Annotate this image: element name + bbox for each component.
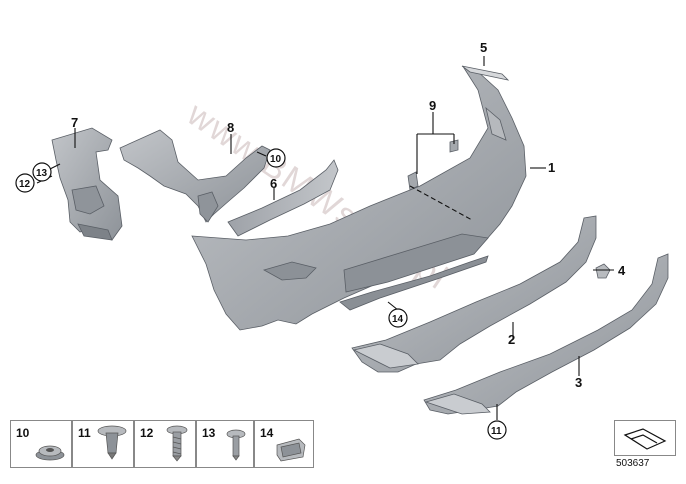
- nut-icon: [35, 445, 65, 461]
- legend-cell-nut: 10: [10, 420, 72, 468]
- expanding-nut-icon: [97, 425, 127, 460]
- callout-11-circle: 11: [487, 420, 507, 440]
- legend-number: 13: [202, 426, 216, 440]
- legend-cell-torx-screw: 12: [134, 420, 196, 468]
- callout-1: 1: [548, 160, 555, 175]
- callout-labels: 1 2 3 4 5 6 7 8 9: [71, 40, 626, 390]
- part-2-diffuser: [351, 215, 597, 373]
- callout-12-circle: 12: [15, 173, 35, 193]
- callout-5: 5: [480, 40, 487, 55]
- legend-number: 11: [78, 426, 91, 440]
- callout-4: 4: [618, 263, 626, 278]
- legend-number: 10: [16, 426, 30, 440]
- part-14-mount-strip: [339, 255, 489, 311]
- svg-text:10: 10: [270, 154, 282, 165]
- part-6-reinforcement: [227, 159, 339, 237]
- callout-3: 3: [575, 375, 582, 390]
- part-3-diffuser: [423, 253, 669, 415]
- legend-cell-expanding-nut: 11: [72, 420, 134, 468]
- legend-number: 12: [140, 426, 154, 440]
- circled-callouts: 10 12 13 14 11: [15, 148, 507, 440]
- legend-cell-speed-nut: 14: [254, 420, 314, 468]
- legend-cell-screw: 13: [196, 420, 254, 468]
- callout-7: 7: [71, 115, 78, 130]
- diagram-id: 503637: [616, 458, 650, 469]
- part-9-brackets: [407, 139, 459, 191]
- callout-8: 8: [227, 120, 234, 135]
- callout-9: 9: [429, 98, 436, 113]
- svg-text:11: 11: [491, 426, 502, 437]
- part-8-carrier: [119, 129, 271, 223]
- bumper-arrow-icon: [623, 428, 667, 450]
- legend-number: 14: [260, 426, 274, 440]
- callout-10-circle: 10: [266, 148, 286, 168]
- svg-text:12: 12: [19, 179, 31, 190]
- callout-2: 2: [508, 332, 515, 347]
- part-5-trim-strip: [461, 65, 510, 81]
- svg-text:14: 14: [392, 314, 404, 325]
- torx-screw-icon: [166, 425, 188, 462]
- callout-14-circle: 14: [388, 308, 408, 328]
- callout-13-circle: 13: [32, 162, 52, 182]
- navigation-symbol: [614, 420, 676, 456]
- part-7-bracket: [51, 127, 123, 241]
- part-1-bumper-shell: [191, 67, 527, 331]
- callout-6: 6: [270, 176, 277, 191]
- svg-text:13: 13: [36, 168, 48, 179]
- speed-nut-icon: [276, 438, 306, 462]
- screw-icon: [226, 429, 246, 461]
- part-4-clip: [595, 263, 611, 279]
